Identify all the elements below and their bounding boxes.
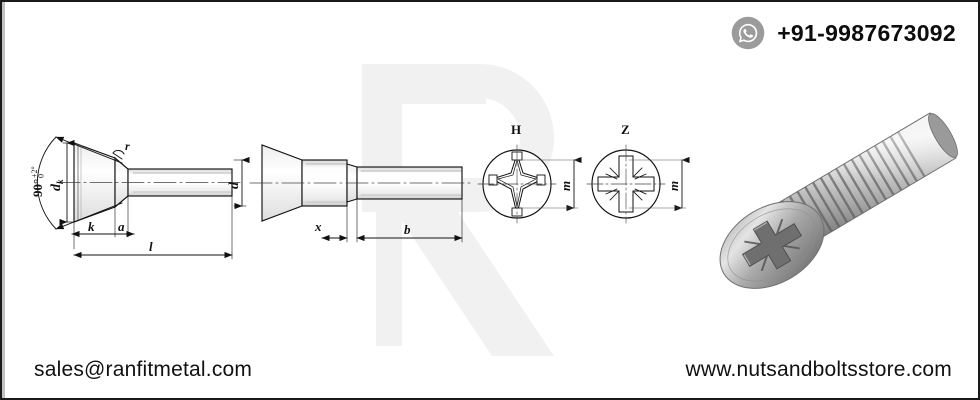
whatsapp-icon[interactable] xyxy=(731,16,765,50)
label-shank-diameter: d xyxy=(227,181,242,189)
label-angle: 90° xyxy=(30,179,45,197)
label-angle-tol-upper: +2° xyxy=(30,166,39,178)
label-transition: a xyxy=(118,219,125,234)
label-drive-z: Z xyxy=(621,122,630,137)
label-head-height: k xyxy=(88,219,95,234)
label-thread-length: b xyxy=(404,222,411,237)
label-depth-h: m xyxy=(558,181,573,191)
label-depth-z: m xyxy=(666,181,681,191)
footer-website[interactable]: www.nutsandboltsstore.com xyxy=(685,358,952,381)
product-photo xyxy=(680,110,972,300)
drawing-drive-z xyxy=(586,144,690,224)
phone-number: +91-9987673092 xyxy=(777,19,956,46)
label-unthreaded: x xyxy=(314,219,322,234)
label-drive-h: H xyxy=(511,122,521,137)
footer-email[interactable]: sales@ranfitmetal.com xyxy=(34,358,253,381)
technical-drawings: 90° +2° 0 dk r k a l d xyxy=(12,97,702,282)
drawing-side-view-threaded xyxy=(233,144,475,243)
label-head-diameter: dk xyxy=(49,179,65,191)
label-radius: r xyxy=(125,139,130,153)
contact-header: +91-9987673092 xyxy=(731,16,956,50)
label-angle-tol-lower: 0 xyxy=(37,174,46,178)
drawing-side-view-full xyxy=(36,136,245,260)
label-length: l xyxy=(149,239,153,254)
